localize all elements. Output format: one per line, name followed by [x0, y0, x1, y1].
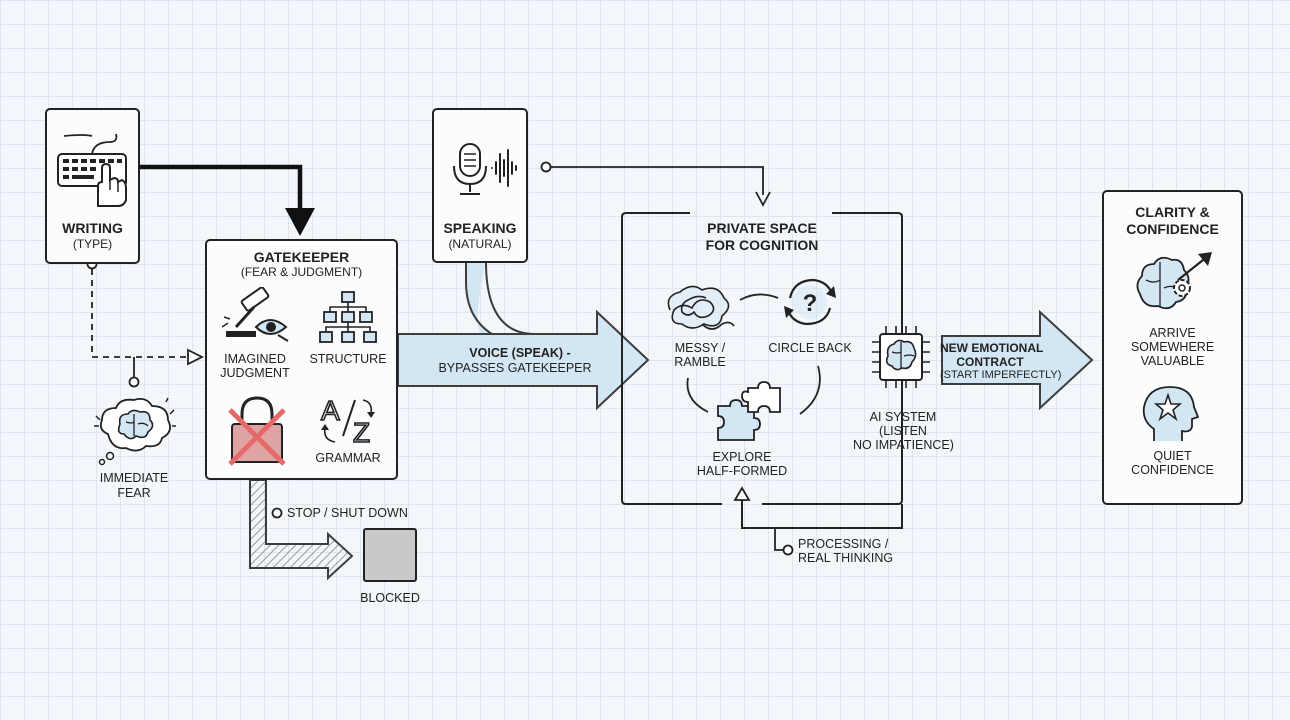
- clarity-title-line2: CONFIDENCE: [1126, 221, 1219, 237]
- svg-text:?: ?: [803, 290, 818, 317]
- head-star-icon: [1142, 386, 1200, 441]
- gatekeeper-subtitle: (FEAR & JUDGMENT): [240, 265, 363, 279]
- stop-hatched-arrow: [249, 479, 354, 581]
- crossed-lock-icon: [228, 396, 286, 466]
- speaking-box: [432, 108, 528, 263]
- dashed-fear-path: [86, 258, 205, 388]
- blocked-label: BLOCKED: [360, 591, 420, 605]
- microphone-icon: [453, 143, 517, 195]
- arrive-line2: SOMEWHERE: [1130, 340, 1215, 354]
- imagined-label-line2: JUDGMENT: [220, 366, 290, 380]
- grammar-label: GRAMMAR: [315, 451, 381, 465]
- svg-text:A: A: [321, 395, 340, 426]
- messy-label-line2: RAMBLE: [674, 355, 726, 369]
- processing-label-line2: REAL THINKING: [798, 551, 894, 565]
- gatekeeper-title: GATEKEEPER: [253, 249, 350, 265]
- private-space-title-line2: FOR COGNITION: [705, 237, 819, 253]
- svg-text:Z: Z: [353, 417, 370, 448]
- ai-chip-brain-icon: [872, 326, 930, 388]
- clarity-title-line1: CLARITY &: [1135, 204, 1210, 220]
- stop-label: STOP / SHUT DOWN: [287, 506, 408, 520]
- quiet-line2: CONFIDENCE: [1131, 463, 1214, 477]
- brain-gear-arrow-icon: [1136, 252, 1212, 310]
- immediate-fear-line2: FEAR: [117, 486, 151, 500]
- ai-system-line3: NO IMPATIENCE): [853, 438, 954, 452]
- circle-back-label: CIRCLE BACK: [768, 341, 852, 355]
- contract-line2: CONTRACT: [956, 355, 1024, 369]
- writing-to-gatekeeper-arrow: [140, 164, 315, 236]
- immediate-fear-line1: IMMEDIATE: [99, 471, 169, 485]
- processing-label-line1: PROCESSING /: [798, 537, 889, 551]
- processing-loop-arrow: [733, 486, 903, 556]
- speaking-title: SPEAKING: [443, 220, 517, 236]
- explore-label-line1: EXPLORE: [712, 450, 772, 464]
- contract-arrow: [941, 309, 1094, 411]
- flowchart-icon: [319, 291, 377, 343]
- gavel-eye-icon: [222, 287, 289, 342]
- cycle-question-icon: ?: [784, 278, 836, 326]
- private-space-title-line1: PRIVATE SPACE: [707, 220, 817, 236]
- arrive-line1: ARRIVE: [1149, 326, 1196, 340]
- scribble-icon: [667, 285, 735, 330]
- az-grammar-icon: A Z: [320, 394, 375, 448]
- explore-label-line2: HALF-FORMED: [696, 464, 788, 478]
- quiet-line1: QUIET: [1153, 449, 1192, 463]
- ai-system-line2: (LISTEN: [879, 424, 927, 438]
- puzzle-icon: [717, 381, 781, 441]
- speaking-to-private-connector: [540, 161, 771, 207]
- speaking-subtitle: (NATURAL): [448, 237, 512, 251]
- keyboard-hand-icon: [57, 133, 127, 207]
- contract-line3: (START IMPERFECTLY): [940, 369, 1062, 381]
- messy-label-line1: MESSY /: [674, 341, 726, 355]
- clarity-box: [1102, 190, 1243, 505]
- writing-title: WRITING: [62, 220, 123, 236]
- arrive-line3: VALUABLE: [1140, 354, 1205, 368]
- ai-system-line1: AI SYSTEM: [869, 410, 937, 424]
- imagined-label-line1: IMAGINED: [224, 352, 286, 366]
- voice-speak-arrow: [397, 261, 650, 411]
- brain-cloud-icon: [94, 397, 176, 466]
- blocked-square-icon: [363, 528, 417, 582]
- writing-subtitle: (TYPE): [72, 237, 113, 251]
- cognition-cycle-arcs: [686, 293, 821, 415]
- contract-line1: NEW EMOTIONAL: [940, 341, 1044, 355]
- voice-arrow-line1: VOICE (SPEAK) -: [469, 346, 571, 360]
- voice-arrow-line2: BYPASSES GATEKEEPER: [438, 361, 592, 375]
- structure-label: STRUCTURE: [309, 352, 387, 366]
